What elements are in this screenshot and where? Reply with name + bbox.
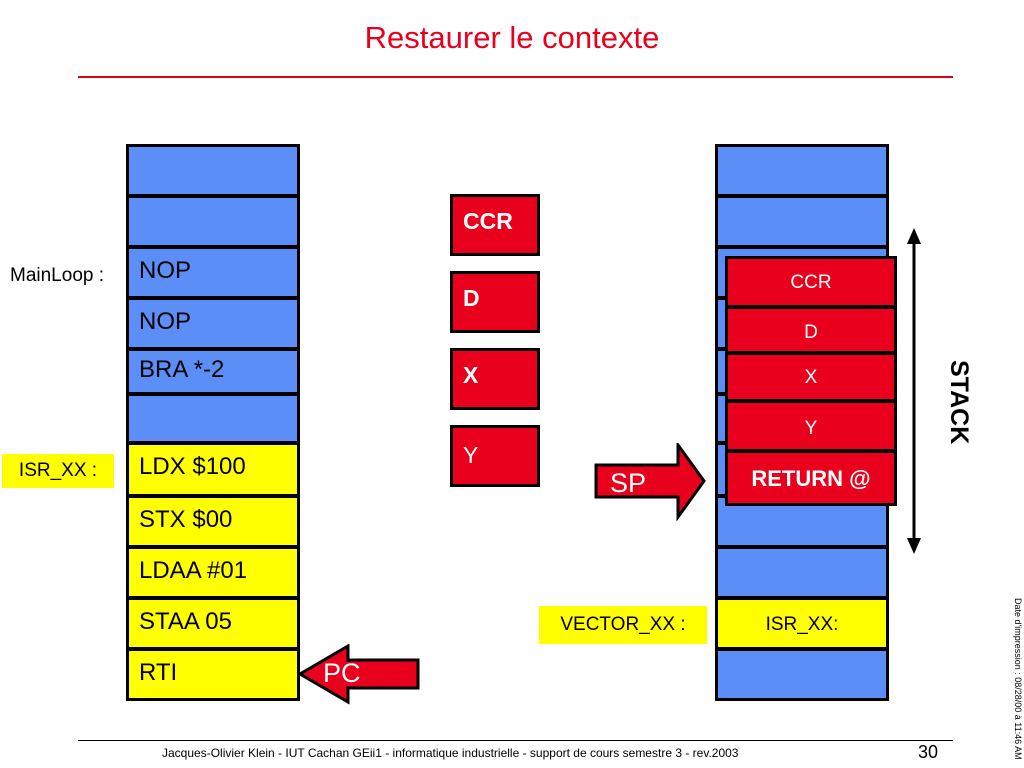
footer-divider (78, 740, 953, 741)
memory-cell: STAA 05 (126, 597, 300, 650)
pc-label: PC (323, 658, 361, 688)
pc-arrow-icon (297, 644, 420, 705)
memory-cell: NOP (126, 246, 300, 299)
stack-entry-d: D (725, 306, 897, 354)
register-y: Y (450, 425, 540, 487)
page-title: Restaurer le contexte (364, 20, 660, 55)
sp-label: SP (610, 468, 647, 498)
page-number: 30 (918, 742, 939, 762)
memory-cell: RTI (126, 648, 300, 701)
stack-label: STACK (945, 360, 973, 445)
stack-memory-cell (715, 195, 889, 248)
memory-cell: LDX $100 (126, 442, 300, 497)
stack-entry-x: X (725, 352, 897, 402)
mainloop-label: MainLoop : (10, 265, 105, 286)
vector-label: VECTOR_XX : (539, 606, 707, 644)
memory-cell: NOP (126, 297, 300, 350)
memory-cell (126, 144, 300, 197)
register-ccr: CCR (450, 194, 540, 256)
print-date: Date d'impression : 08/28/00 à 11:46 AM (1013, 598, 1023, 760)
stack-entry-y: Y (725, 400, 897, 452)
stack-range-arrow-icon (907, 228, 921, 554)
stack-entry-ccr: CCR (725, 256, 897, 308)
memory-cell (126, 195, 300, 248)
stack-memory-cell (715, 144, 889, 197)
isr-vector-cell: ISR_XX: (715, 597, 889, 650)
register-d: D (450, 271, 540, 333)
memory-cell (126, 393, 300, 444)
stack-memory-cell (715, 546, 889, 599)
stack-memory-cell (715, 648, 889, 701)
title-divider (78, 76, 953, 78)
memory-cell: LDAA #01 (126, 546, 300, 599)
register-x: X (450, 348, 540, 410)
stack-entry-return-address: RETURN @ (725, 450, 897, 506)
memory-cell: STX $00 (126, 495, 300, 548)
sp-arrow-icon (594, 443, 706, 521)
memory-cell: BRA *-2 (126, 348, 300, 395)
footer-author: Jacques-Olivier Klein - IUT Cachan GEii1… (162, 746, 739, 760)
isr-label: ISR_XX : (2, 454, 114, 488)
